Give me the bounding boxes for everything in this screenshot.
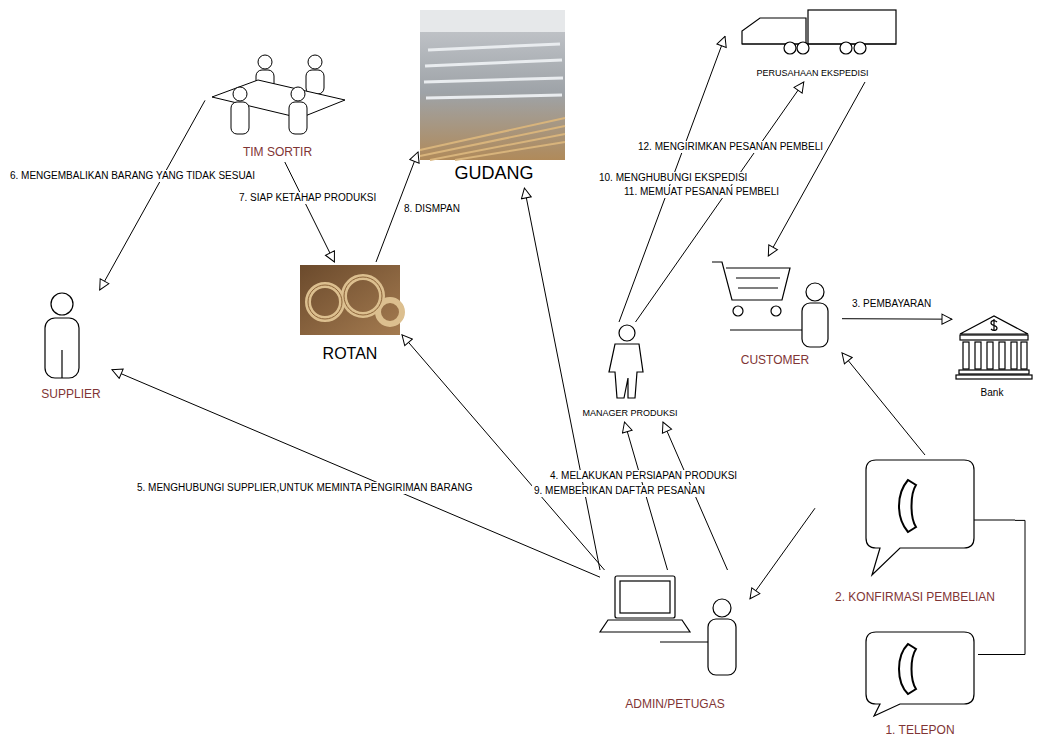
flow-arrow [285,162,335,262]
manager-figure [609,325,643,398]
step-label: 10. MENGHUBUNGI EKSPEDISI [597,172,749,184]
step-label: 3. PEMBAYARAN [850,298,933,310]
actor-node: SUPPLIER [30,290,112,404]
node-label: PERUSAHAAN EKSPEDISI [756,68,868,79]
truck-icon [742,10,896,54]
node-label: MANAGER PRODUKSI [582,408,677,419]
team-icon [212,55,345,134]
flow-arrow [524,188,600,570]
node-label: 1. TELEPON [885,723,954,737]
flow-arrow [842,353,925,455]
truck-node: PERUSAHAAN EKSPEDISI [725,6,900,82]
flow-arrow [978,520,1025,654]
rattan-node: ROTAN [298,262,402,366]
flow-arrow [636,82,804,322]
node-label: TIM SORTIR [243,145,312,159]
flow-arrow [842,318,952,320]
actor-node: ADMIN/PETUGAS [600,570,750,714]
supplier-figure [45,293,79,378]
bank-node: Bank [952,310,1032,402]
laptop-icon [600,576,708,642]
team-node: TIM SORTIR [205,50,350,162]
node-label: 2. KONFIRMASI PEMBELIAN [835,590,995,604]
node-label: ADMIN/PETUGAS [625,697,724,711]
phone-bubble-icon [866,632,974,716]
step-label: 12. MENGIRIMKAN PESANAN PEMBELI [636,141,825,153]
node-label: GUDANG [454,163,533,185]
phone-bubble-icon [866,460,1015,575]
step-label: 11. MEMUAT PESANAN PEMBELI [622,186,781,198]
warehouse-node: GUDANG [418,8,570,188]
flow-arrow [768,82,865,256]
warehouse-photo [420,10,565,160]
step-label: 4. MELAKUKAN PERSIAPAN PRODUKSI [548,470,739,482]
actor-node: CUSTOMER [708,256,842,370]
node-label: CUSTOMER [741,353,809,367]
bank-icon [956,316,1032,379]
flow-arrow [100,100,205,290]
admin-figure [708,599,736,675]
rattan-photo [300,265,402,335]
actor-node: MANAGER PRODUKSI [575,322,685,422]
step-label: 9. MEMBERIKAN DAFTAR PESANAN [532,485,707,497]
customer-figure [802,283,828,347]
flow-arrow [402,335,605,570]
node-label: ROTAN [323,344,378,363]
flow-arrow [112,370,600,577]
step-label: 5. MENGHUBUNGI SUPPLIER,UNTUK MEMINTA PE… [135,482,474,494]
node-label: SUPPLIER [41,387,100,401]
flow-arrow [750,508,815,599]
step-label: 7. SIAP KETAHAP PRODUKSI [237,192,378,204]
step-label: 6. MENGEMBALIKAN BARANG YANG TIDAK SESUA… [8,170,257,182]
phone-node: 1. TELEPON [862,626,978,740]
step-label: 8. DISMPAN [402,203,462,215]
phone-node: 2. KONFIRMASI PEMBELIAN [815,455,1015,607]
node-label: Bank [981,387,1004,399]
cart-icon [712,262,802,330]
